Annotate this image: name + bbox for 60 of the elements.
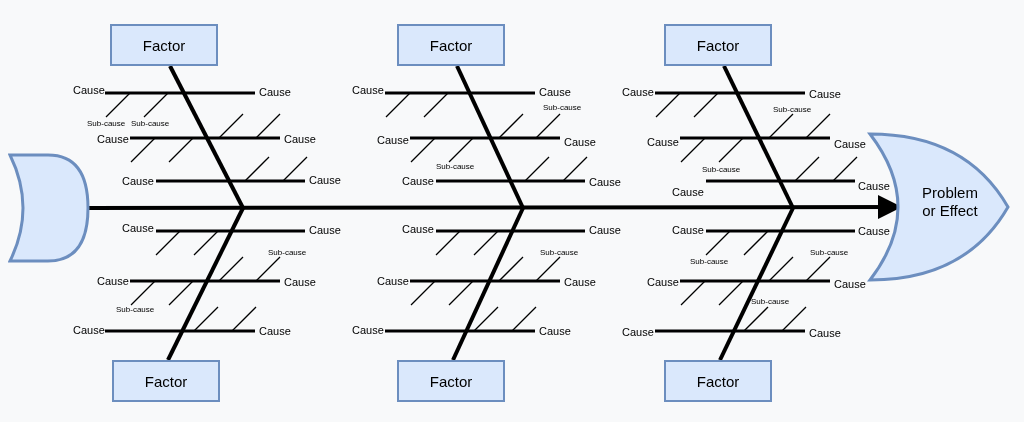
factor-box: Factor	[110, 24, 218, 66]
sub-cause-label: Sub-cause	[87, 120, 126, 128]
sub-cause-label: Sub-cause	[131, 120, 170, 128]
cause-label: Cause	[564, 136, 596, 148]
sub-cause-label: Sub-cause	[751, 298, 790, 306]
cause-label: Cause	[377, 275, 409, 287]
cause-label: Cause	[259, 86, 291, 98]
sub-cause-label: Sub-cause	[436, 163, 475, 171]
cause-label: Cause	[402, 175, 434, 187]
sub-cause-label: Sub-cause	[702, 166, 741, 174]
sub-cause-label: Sub-cause	[773, 106, 812, 114]
sub-cause-label: Sub-cause	[268, 249, 307, 257]
bone-line	[451, 207, 525, 361]
cause-label: Cause	[672, 186, 704, 198]
bone-line	[722, 65, 795, 209]
factor-box: Factor	[664, 24, 772, 66]
cause-label: Cause	[589, 224, 621, 236]
cause-label: Cause	[73, 324, 105, 336]
cause-label: Cause	[622, 326, 654, 338]
cause-label: Cause	[858, 225, 890, 237]
factor-box: Factor	[664, 360, 772, 402]
sub-cause-label: Sub-cause	[116, 306, 155, 314]
cause-label: Cause	[809, 327, 841, 339]
cause-label: Cause	[564, 276, 596, 288]
cause-label: Cause	[647, 136, 679, 148]
cause-label: Cause	[622, 86, 654, 98]
sub-cause-label: Sub-cause	[810, 249, 849, 257]
cause-label: Cause	[73, 84, 105, 96]
cause-label: Cause	[672, 224, 704, 236]
cause-label: Cause	[402, 223, 434, 235]
sub-cause-label: Sub-cause	[690, 258, 729, 266]
bone-line	[166, 207, 245, 361]
cause-label: Cause	[122, 222, 154, 234]
cause-label: Cause	[122, 175, 154, 187]
bone-line	[718, 207, 795, 361]
cause-label: Cause	[97, 133, 129, 145]
bone-line	[455, 65, 525, 209]
cause-label: Cause	[352, 324, 384, 336]
cause-label: Cause	[647, 276, 679, 288]
cause-label: Cause	[589, 176, 621, 188]
cause-label: Cause	[834, 278, 866, 290]
cause-label: Cause	[259, 325, 291, 337]
cause-label: Cause	[858, 180, 890, 192]
sub-cause-label: Sub-cause	[543, 104, 582, 112]
effect-label: Problem or Effect	[921, 184, 979, 220]
cause-label: Cause	[539, 86, 571, 98]
cause-label: Cause	[309, 224, 341, 236]
cause-label: Cause	[284, 133, 316, 145]
cause-label: Cause	[809, 88, 841, 100]
cause-label: Cause	[97, 275, 129, 287]
cause-label: Cause	[377, 134, 409, 146]
cause-label: Cause	[352, 84, 384, 96]
cause-label: Cause	[284, 276, 316, 288]
factor-box: Factor	[112, 360, 220, 402]
factor-box: Factor	[397, 360, 505, 402]
bone-line	[168, 65, 245, 209]
sub-cause-label: Sub-cause	[540, 249, 579, 257]
cause-label: Cause	[309, 174, 341, 186]
factor-box: Factor	[397, 24, 505, 66]
cause-label: Cause	[539, 325, 571, 337]
